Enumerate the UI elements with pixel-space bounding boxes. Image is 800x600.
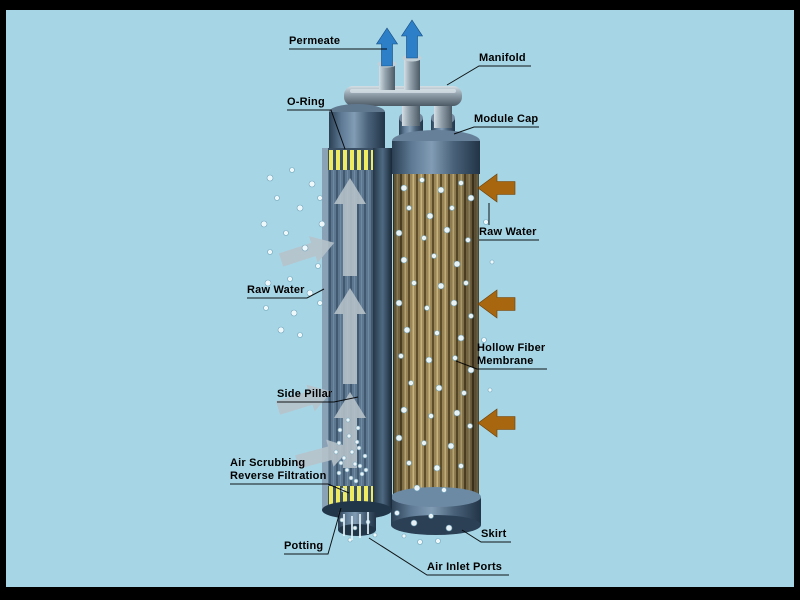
label-raw-water-left: Raw Water [247, 284, 305, 296]
label-air-inlet-ports: Air Inlet Ports [427, 561, 503, 573]
label-permeate: Permeate [289, 35, 341, 47]
leader-hollow-fiber [455, 360, 547, 370]
raw-water-arrow [477, 289, 516, 319]
left-module-top-cap [329, 104, 385, 148]
label-skirt: Skirt [481, 528, 507, 540]
raw-water-arrows [477, 173, 516, 438]
leader-o-ring [287, 109, 346, 150]
label-air-scrubbing-line1: Air Scrubbing [230, 457, 306, 469]
raw-water-arrow [477, 408, 516, 438]
permeate-arrow-right [400, 19, 424, 59]
up-flow-arrow [334, 392, 366, 468]
fiber-bundle [393, 174, 479, 500]
module-cap [392, 130, 480, 174]
air-inlet-ports [343, 512, 369, 540]
potting-band [328, 486, 373, 506]
up-flow-arrow [334, 178, 366, 276]
label-raw-water-right: Raw Water [479, 226, 537, 238]
label-hollow-fiber-membrane: Hollow Fiber Membrane [477, 342, 545, 368]
shell-highlight [322, 148, 328, 510]
leader-air-inlet-ports [368, 537, 509, 576]
label-module-cap: Module Cap [474, 113, 539, 125]
flow-arrows [275, 178, 366, 469]
leader-manifold [446, 65, 531, 86]
leader-lines [230, 48, 547, 576]
side-pillar [373, 148, 392, 510]
skirt [391, 487, 481, 535]
permeate-arrow-left [375, 27, 399, 67]
label-air-scrubbing: Air Scrubbing Reverse Filtration [230, 457, 327, 483]
bubbles [260, 167, 495, 545]
leader-side-pillar [277, 396, 359, 403]
inlet-flow-arrow [275, 384, 332, 415]
permeate-arrows [375, 19, 424, 67]
label-potting: Potting [284, 540, 324, 552]
label-side-pillar: Side Pillar [277, 388, 333, 400]
raw-water-arrow [477, 173, 516, 203]
leader-raw-water-left [247, 288, 325, 299]
right-module [391, 111, 481, 535]
label-hollow-fiber-line1: Hollow Fiber [477, 342, 546, 354]
leader-module-cap [453, 126, 539, 135]
up-flow-arrow [334, 288, 366, 384]
label-o-ring: O-Ring [287, 96, 325, 108]
bottom-stub [338, 512, 376, 536]
leader-air-scrubbing [230, 483, 350, 494]
inlet-flow-arrow [295, 439, 352, 469]
o-ring-band [328, 150, 373, 170]
leader-potting [284, 507, 342, 555]
label-air-scrubbing-line2: Reverse Filtration [230, 470, 327, 482]
inlet-flow-arrow [278, 236, 335, 267]
leader-skirt [461, 529, 511, 543]
label-hollow-fiber-line2: Membrane [477, 355, 534, 367]
label-manifold: Manifold [479, 52, 526, 64]
